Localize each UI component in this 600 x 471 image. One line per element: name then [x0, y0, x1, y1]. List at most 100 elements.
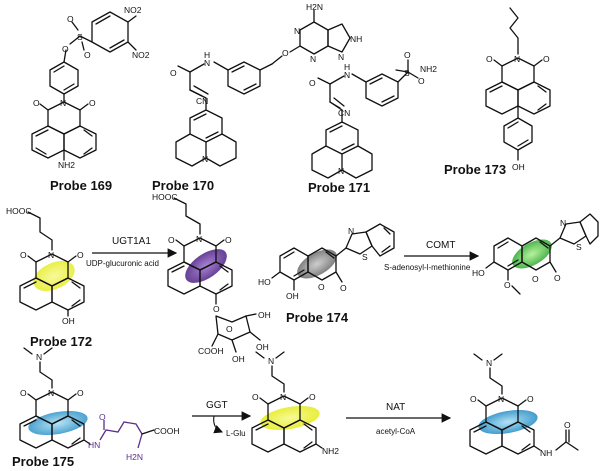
atom-n: N — [560, 218, 566, 228]
comt-reaction: COMT S-adenosyl-l-methionine — [384, 240, 480, 272]
probe-169-label: Probe 169 — [50, 178, 112, 193]
byproduct-arrow — [213, 415, 224, 434]
atom-o: O — [77, 250, 84, 260]
enzyme-comt: COMT — [426, 240, 455, 251]
probe-174-structure: HO OH O O N S — [258, 223, 395, 301]
nat-reaction: NAT acetyl-CoA — [346, 402, 452, 436]
probe-174-label: Probe 174 — [286, 310, 349, 325]
probe-173-structure: N O O OH — [485, 7, 551, 172]
atom-ho: HO — [258, 277, 271, 287]
atom-o: O — [470, 394, 477, 404]
ugt1a1-reaction: UGT1A1 UDP-glucuronic acid — [86, 236, 178, 268]
atom-o: O — [84, 50, 91, 60]
atom-nh2: NH2 — [420, 64, 437, 74]
atom-o: O — [504, 280, 511, 290]
gray-highlight — [297, 249, 337, 279]
atom-nh2: NH2 — [322, 446, 339, 456]
atom-n: N — [202, 154, 208, 164]
atom-o: O — [543, 54, 550, 64]
atom-o: O — [282, 48, 289, 58]
probe-175-amine-structure: N N O O NH2 — [251, 351, 339, 456]
atom-o: O — [213, 304, 220, 314]
probe-173-label: Probe 173 — [444, 162, 506, 177]
atom-o: O — [33, 98, 40, 108]
probe-175-structure: N N O O HN O H2N COOH — [19, 347, 180, 462]
atom-o: O — [554, 273, 561, 283]
byproduct-l-glu: L-Glu — [226, 429, 246, 438]
atom-s: S — [576, 242, 582, 252]
atom-o: O — [309, 78, 316, 88]
probe-175-acetylated-structure: N N O O NH O — [469, 353, 579, 458]
atom-n: N — [338, 166, 344, 176]
atom-o: O — [20, 250, 27, 260]
atom-nh: N — [204, 58, 210, 68]
atom-o: O — [404, 50, 411, 60]
atom-o: O — [168, 235, 175, 245]
atom-o: O — [564, 420, 571, 430]
atom-n: N — [294, 26, 300, 36]
blue-highlight — [28, 410, 88, 436]
atom-h2n: H2N — [306, 2, 323, 12]
atom-n: N — [338, 52, 344, 62]
atom-oh: OH — [258, 310, 271, 320]
atom-n: N — [486, 358, 492, 368]
probe-171-structure: N CN O N H S O O NH2 — [309, 50, 437, 179]
atom-oh: OH — [256, 342, 269, 352]
atom-n: N — [348, 226, 354, 236]
cofactor-sam: S-adenosyl-l-methionine — [384, 263, 471, 272]
enzyme-ggt: GGT — [206, 400, 228, 411]
atom-hn: HN — [88, 440, 100, 450]
atom-oh: OH — [62, 316, 75, 326]
atom-o: O — [418, 76, 425, 86]
atom-o: O — [340, 283, 347, 293]
atom-o: O — [318, 282, 325, 292]
atom-o: O — [527, 394, 534, 404]
atom-n: N — [36, 352, 42, 362]
cofactor-acetyl-coa: acetyl-CoA — [376, 427, 416, 436]
atom-n: N — [60, 98, 66, 108]
atom-ho: HO — [472, 268, 485, 278]
probe-174-methylated-structure: HO O O O N S — [472, 213, 599, 295]
atom-nh: N — [344, 70, 350, 80]
atom-o: O — [77, 388, 84, 398]
probe-169-structure: NO2 NO2 S O O O N O O NH2 — [31, 5, 150, 170]
atom-o: O — [309, 392, 316, 402]
probe-172-label: Probe 172 — [30, 334, 92, 349]
atom-cn: CN — [196, 96, 208, 106]
probe-172-glucuronide-structure: HOOC N O O O O COOH OH OH OH — [152, 192, 271, 364]
atom-cooh: COOH — [198, 346, 224, 356]
atom-o: O — [532, 274, 539, 284]
atom-hooc: HOOC — [6, 206, 32, 216]
atom-o: O — [170, 68, 177, 78]
atom-oh: OH — [512, 162, 525, 172]
atom-o: O — [225, 235, 232, 245]
atom-o: O — [252, 392, 259, 402]
yellow-highlight — [33, 260, 75, 292]
atom-o: O — [486, 54, 493, 64]
atom-s: S — [404, 68, 410, 78]
atom-hooc: HOOC — [152, 192, 178, 202]
atom-h: H — [204, 50, 210, 60]
atom-oh: OH — [286, 291, 299, 301]
atom-nh: NH — [350, 34, 362, 44]
atom-no2-top: NO2 — [124, 5, 142, 15]
atom-o: O — [226, 324, 233, 334]
ggt-reaction: GGT L-Glu — [192, 400, 252, 438]
atom-nh2: NH2 — [58, 160, 75, 170]
atom-n: N — [268, 356, 274, 366]
atom-h2n: H2N — [126, 452, 143, 462]
probe-170-structure: N CN O N H O H2N N N N NH — [170, 2, 362, 167]
probe-170-label: Probe 170 — [152, 178, 214, 193]
atom-o: O — [67, 14, 74, 24]
blue-highlight — [478, 409, 538, 435]
probe-175-label: Probe 175 — [12, 454, 74, 469]
cofactor-udp-glucuronic-acid: UDP-glucuronic acid — [86, 259, 159, 268]
probe-172-structure: HOOC N O O OH — [6, 206, 85, 326]
atom-s: S — [362, 252, 368, 262]
enzyme-nat: NAT — [386, 402, 405, 413]
atom-h: H — [344, 62, 350, 72]
probe-171-label: Probe 171 — [308, 180, 370, 195]
atom-o: O — [20, 388, 27, 398]
atom-n: N — [310, 54, 316, 64]
